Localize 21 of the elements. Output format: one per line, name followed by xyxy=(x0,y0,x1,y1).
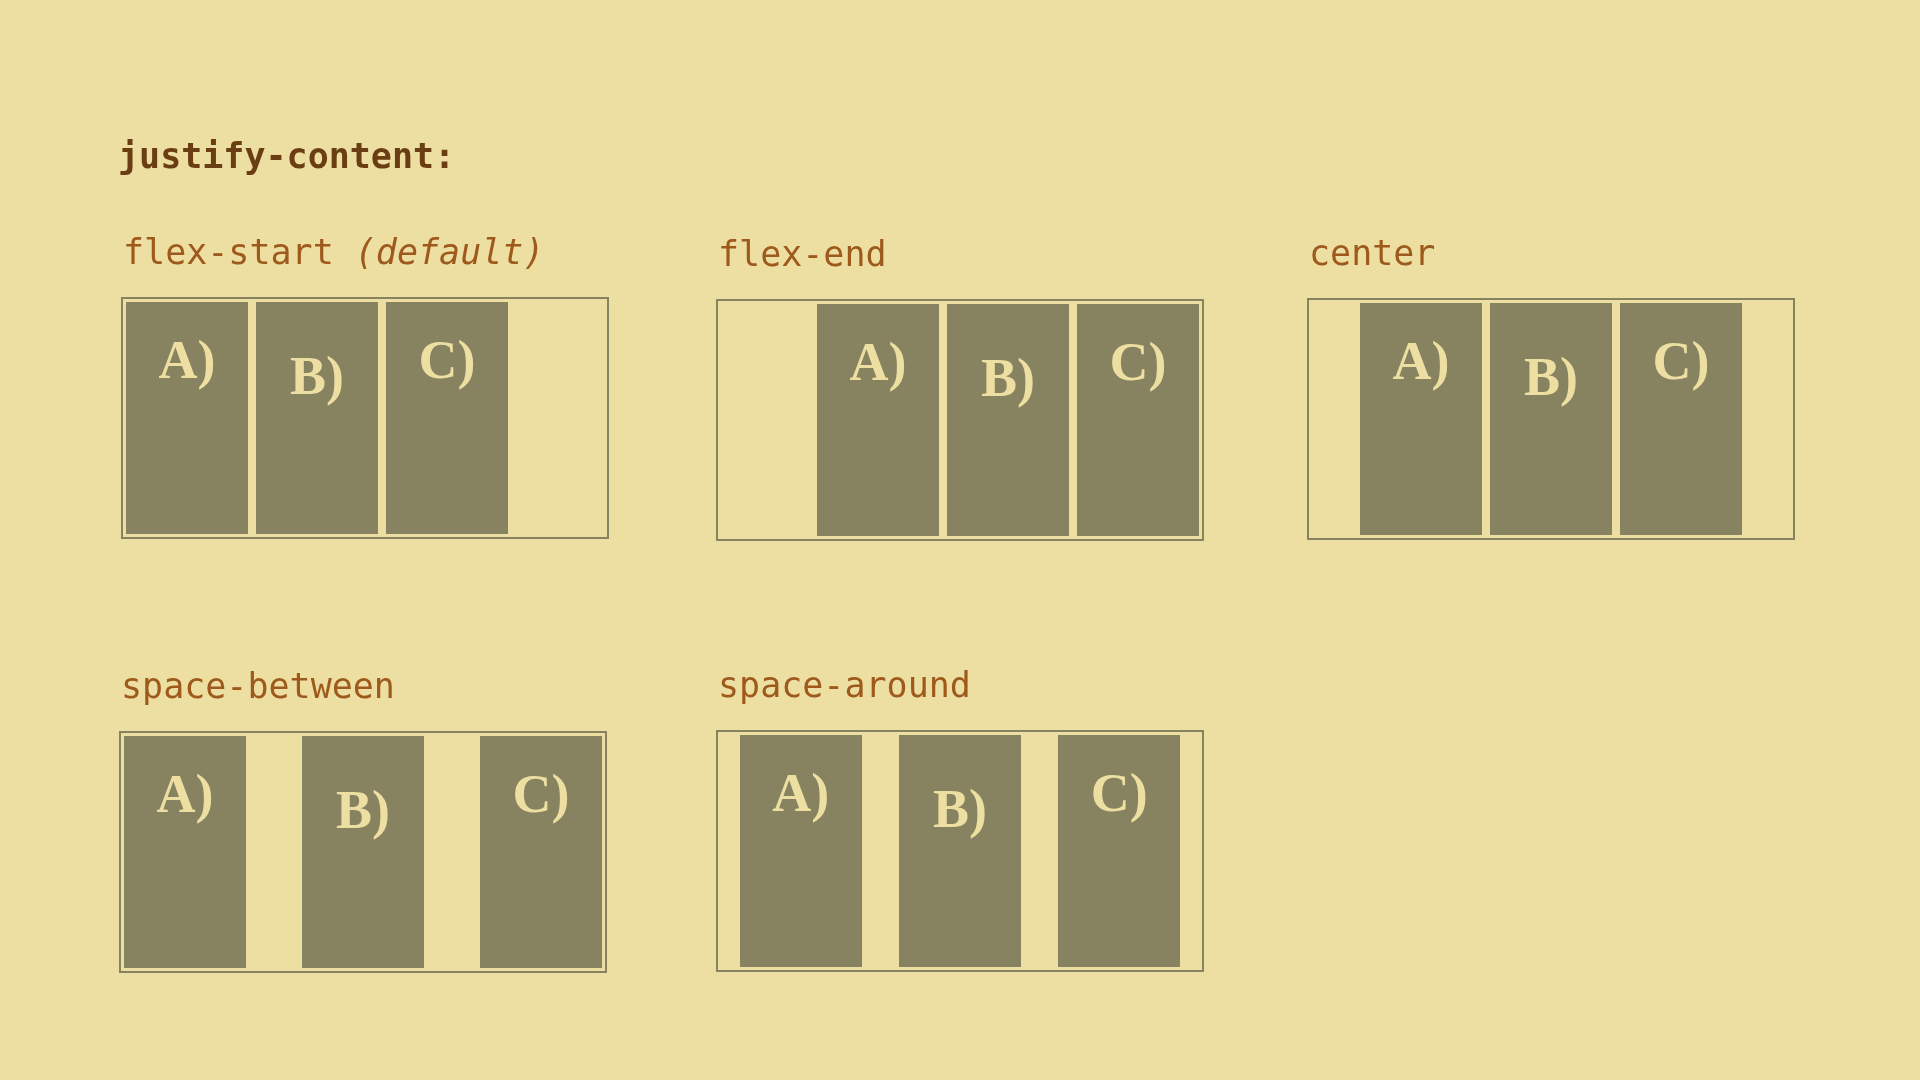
flex-item xyxy=(1490,303,1612,535)
property-label: center xyxy=(1309,232,1436,274)
flex-item xyxy=(386,302,508,534)
property-label: flex-end xyxy=(718,233,887,275)
flex-item xyxy=(302,736,424,968)
flex-item xyxy=(126,302,248,534)
property-label: space-around xyxy=(718,664,971,706)
flex-item xyxy=(1077,304,1199,536)
flex-item xyxy=(1620,303,1742,535)
flex-item xyxy=(1058,735,1181,967)
flex-item xyxy=(480,736,602,968)
flex-item xyxy=(817,304,939,536)
diagram-title: justify-content: xyxy=(118,135,456,177)
flex-item xyxy=(256,302,378,534)
flex-item xyxy=(124,736,246,968)
flex-item xyxy=(739,735,862,967)
flex-item xyxy=(947,304,1069,536)
property-label: space-between xyxy=(121,665,395,707)
flex-item xyxy=(899,735,1021,967)
flex-item xyxy=(1360,303,1482,535)
property-label: flex-start (default) xyxy=(123,231,545,273)
